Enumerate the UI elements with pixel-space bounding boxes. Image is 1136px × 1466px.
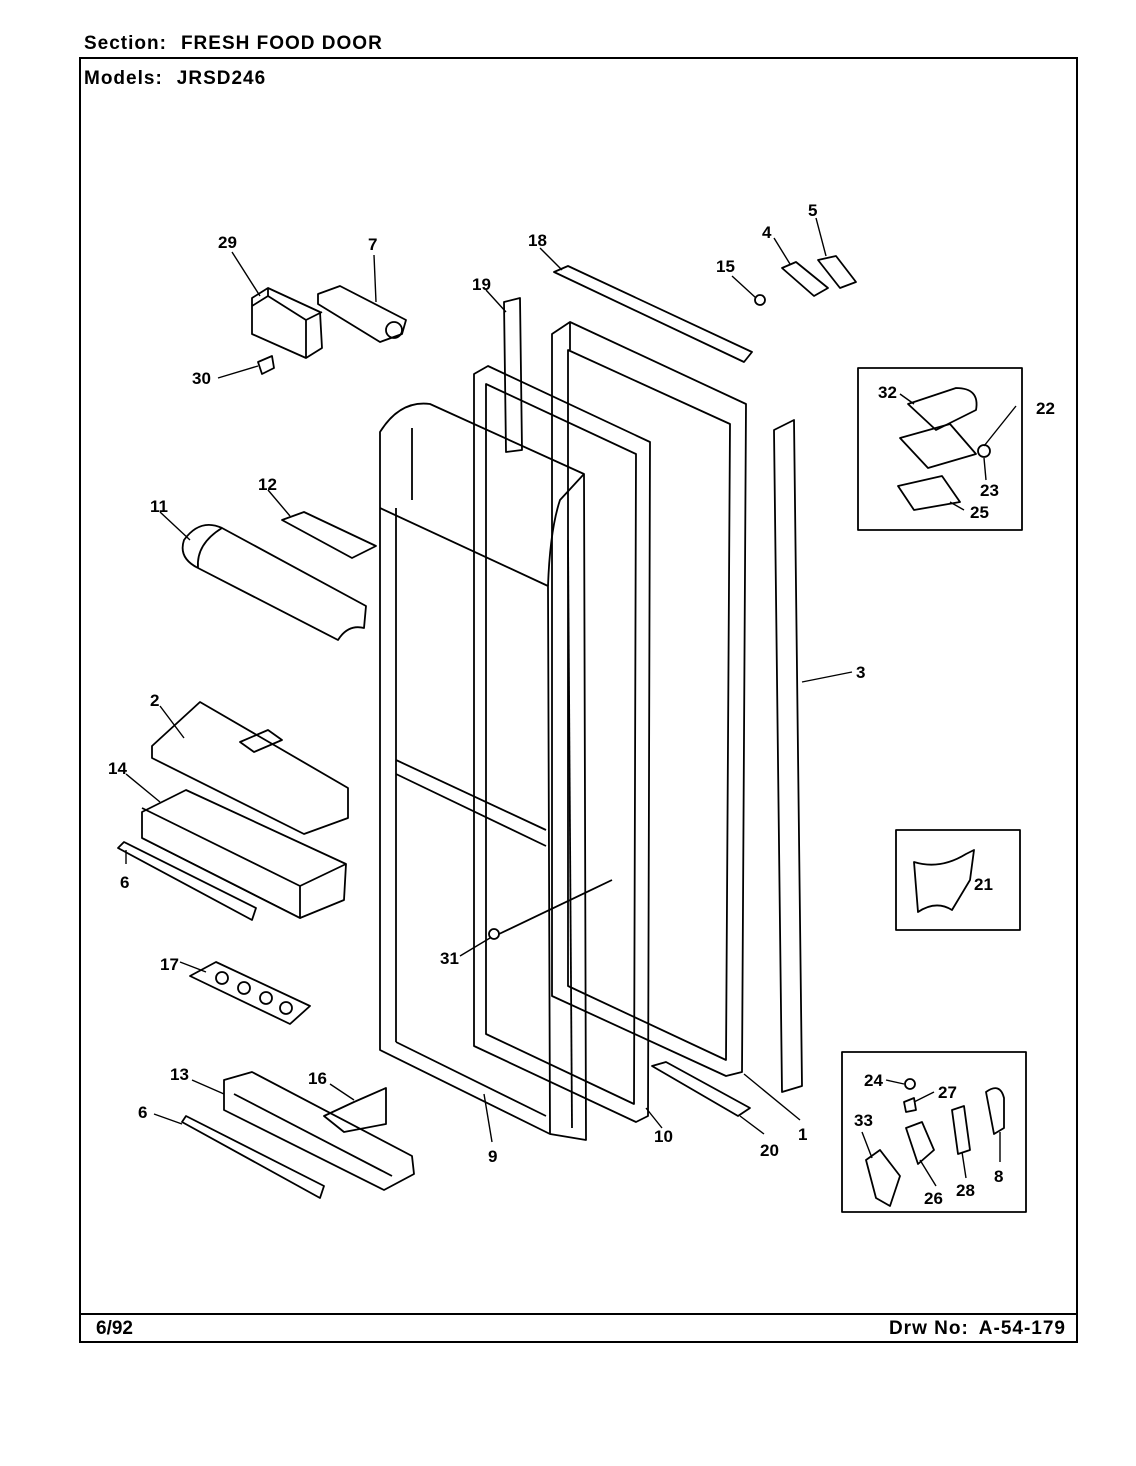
inset-box-part-21 [895,829,1021,931]
part-26-cam [905,1121,935,1165]
callout-23: 23 [980,481,999,500]
part-14-bin [141,789,347,919]
part-9-door-liner [379,402,587,1141]
callout-21: 21 [974,875,993,894]
part-1-outer-panel [551,321,747,1077]
section-label: Section: [84,33,167,54]
callout-10: 10 [654,1127,673,1146]
part-25-shim [897,475,961,511]
callout-16: 16 [308,1069,327,1088]
callout-25: 25 [970,503,989,522]
section-heading: Section: FRESH FOOD DOOR [84,33,383,55]
part-33-hinge-block [865,1149,901,1207]
part-28-plate [951,1105,971,1155]
callout-2: 2 [150,691,159,710]
part-6-lower-trim [181,1115,325,1199]
part-19-vertical-strip [503,297,523,453]
part-4-bracket [781,261,829,297]
inset-box-hardware [841,1051,1027,1213]
callout-6-upper: 6 [120,873,129,892]
callout-15: 15 [716,257,735,276]
footer-date: 6/92 [96,1318,133,1339]
part-17-egg-tray [189,961,311,1025]
part-13-lower-bin [223,1071,415,1191]
callout-12: 12 [258,475,277,494]
part-8-hinge [985,1087,1005,1135]
section-value: FRESH FOOD DOOR [180,33,383,54]
callout-6-lower: 6 [138,1103,147,1122]
part-22-hinge-plate [899,423,977,469]
part-32-hinge-cover [907,387,978,431]
part-2-cover [151,701,349,835]
part-11-shelf-bin [181,524,367,641]
callout-11: 11 [150,497,168,516]
part-27-bushing [903,1097,917,1113]
callout-27: 27 [938,1083,957,1102]
part-5-pad [817,255,857,289]
callout-14: 14 [108,759,127,778]
part-30-clip [257,355,275,375]
drawing-label: Drw No: [888,1318,969,1339]
callout-18: 18 [528,231,547,250]
part-24-nut [904,1078,916,1090]
callout-20: 20 [760,1141,779,1160]
callout-8: 8 [994,1167,1003,1186]
part-10-gasket [473,365,651,1123]
callout-19: 19 [472,275,491,294]
callout-30: 30 [192,369,211,388]
part-7-hinge [317,285,407,343]
models-value: JRSD246 [176,68,267,89]
callout-17: 17 [160,955,179,974]
callout-9: 9 [488,1147,497,1166]
models-heading: Models: JRSD246 [84,68,266,90]
part-12-small-tray [281,511,377,559]
callout-29: 29 [218,233,237,252]
callout-1: 1 [798,1125,807,1144]
footer-drawing-number: Drw No: A-54-179 [889,1318,1066,1340]
callout-labels: 29 7 18 19 5 4 15 30 32 22 23 25 12 11 3… [108,201,1055,1208]
part-6-upper-trim [117,841,257,921]
callout-13: 13 [170,1065,189,1084]
callout-31: 31 [440,949,459,968]
part-20-bottom-strip [651,1061,751,1117]
part-16-divider [323,1087,387,1133]
footer-divider [79,1313,1078,1315]
callout-5: 5 [808,201,817,220]
models-label: Models: [84,68,163,89]
inset-box-hinge-cover [857,367,1023,531]
callout-22: 22 [1036,399,1055,418]
part-18-top-strip [553,265,753,363]
part-15-screw [754,294,766,306]
part-3-side-strip [773,419,803,1093]
callout-28: 28 [956,1181,975,1200]
diagram-frame [79,57,1078,1343]
callout-26: 26 [924,1189,943,1208]
callout-33: 33 [854,1111,873,1130]
callout-32: 32 [878,383,897,402]
part-21-bracket [913,849,975,913]
callout-24: 24 [864,1071,883,1090]
part-29-bracket [251,287,323,359]
callout-3: 3 [856,663,865,682]
callout-7: 7 [368,235,377,254]
part-31-screw [488,879,613,940]
callout-4: 4 [762,223,772,242]
drawing-number: A-54-179 [978,1318,1066,1339]
part-23-washer [977,444,991,458]
